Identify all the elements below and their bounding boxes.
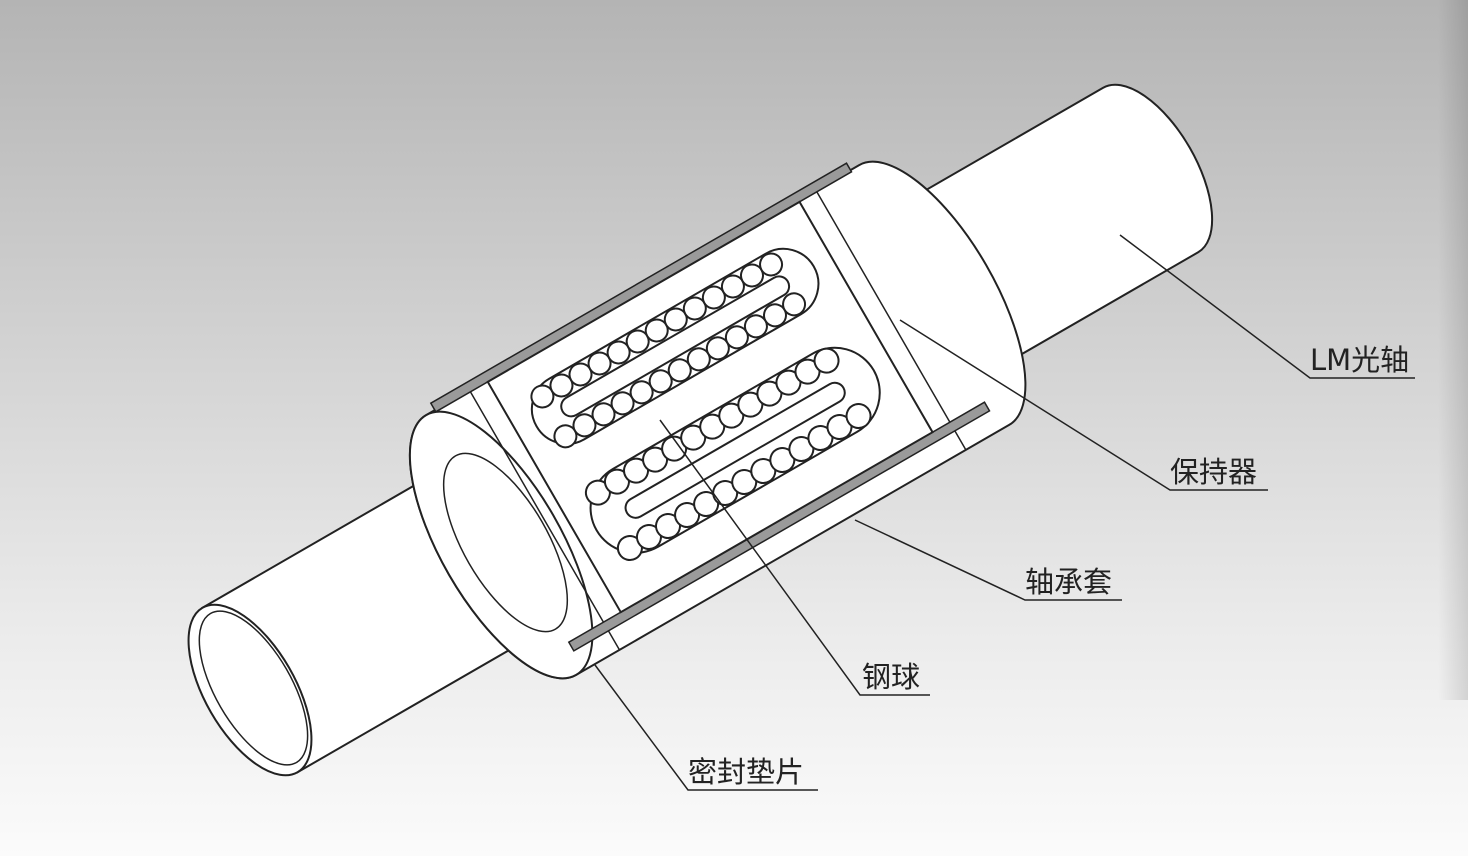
steel-balls xyxy=(530,252,872,562)
seal-left-face xyxy=(408,410,594,680)
label-seal: 密封垫片 xyxy=(688,755,805,789)
steel-ball xyxy=(782,292,807,317)
seal-left-groove xyxy=(468,389,621,651)
ball-track-upper-inner xyxy=(560,275,791,418)
shaft-left-end-rim xyxy=(198,610,309,766)
leader-sleeve xyxy=(854,519,1122,601)
leader-shaft xyxy=(1119,234,1415,379)
leader-retainer xyxy=(899,319,1268,491)
steel-ball xyxy=(759,252,784,277)
seal-left-inner xyxy=(442,452,569,633)
leader-ball xyxy=(659,419,930,696)
leader-seal xyxy=(594,664,818,791)
label-lm-shaft: LM光轴 xyxy=(1310,343,1410,377)
bearing-assembly xyxy=(187,83,1214,777)
steel-ball xyxy=(845,403,872,430)
seal-right-groove xyxy=(815,189,967,451)
shaft-left-end-face xyxy=(187,603,313,777)
label-retainer: 保持器 xyxy=(1170,455,1258,489)
ball-track-lower-inner xyxy=(624,381,846,519)
steel-ball xyxy=(813,347,840,374)
background-edge-shade xyxy=(1438,0,1468,700)
label-steel-ball: 钢球 xyxy=(862,660,921,694)
label-sleeve: 轴承套 xyxy=(1025,565,1113,599)
